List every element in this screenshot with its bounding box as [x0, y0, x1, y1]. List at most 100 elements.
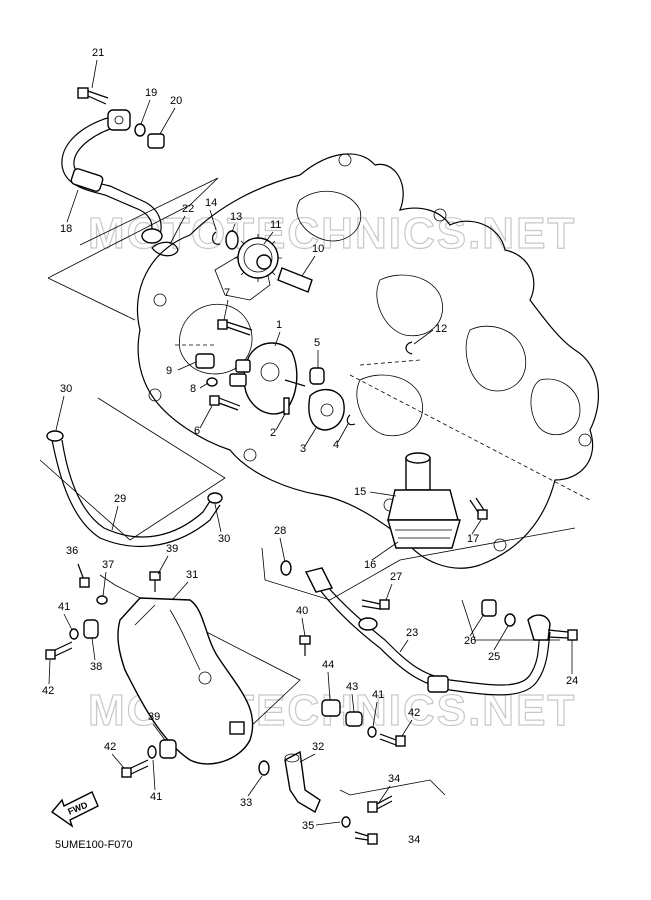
crankcase: [136, 153, 599, 569]
bolt-17: [469, 497, 488, 520]
oil-pump-assembly-1: [229, 342, 306, 415]
diagram-code: 5UME100-F070: [55, 839, 133, 851]
callout-27: 27: [390, 571, 402, 583]
o-ring-28: [280, 560, 292, 576]
grommet-43: [345, 711, 363, 727]
bolt-27: [361, 599, 390, 610]
o-ring-25: [504, 613, 516, 627]
callout-15: 15: [354, 486, 366, 498]
clamp-22: [151, 241, 179, 257]
callout-28: 28: [274, 525, 286, 537]
callout-8: 8: [190, 383, 196, 395]
callout-41-b: 41: [150, 791, 162, 803]
callout-25: 25: [488, 651, 500, 663]
callout-41-a: 41: [58, 601, 70, 613]
callout-7: 7: [224, 287, 230, 299]
callout-32: 32: [312, 741, 324, 753]
callout-38: 37: [102, 559, 114, 571]
rotor-3: [308, 389, 345, 431]
callout-30-top: 30: [60, 383, 72, 395]
callout-42-a: 42: [42, 685, 54, 697]
clip-4: [346, 414, 356, 426]
bolt-34: [367, 795, 393, 813]
oil-pipe-18: [61, 109, 163, 244]
callout-23: 23: [406, 627, 418, 639]
callout-19: 19: [145, 87, 157, 99]
callout-20: 20: [170, 95, 182, 107]
bolt-7: [217, 319, 253, 336]
callout-44: 44: [322, 659, 334, 671]
pin-2: [283, 397, 290, 415]
hose-29: [46, 430, 223, 548]
callout-11: 11: [270, 219, 281, 231]
callout-43: 43: [346, 681, 358, 693]
callout-22: 22: [182, 203, 194, 215]
callout-39-a: 38: [90, 661, 102, 673]
collar-5: [309, 367, 325, 385]
bolt-6: [209, 395, 241, 411]
watermark-top: MOTOTECHNICS.NET: [88, 209, 576, 258]
fitting-32: [284, 750, 321, 814]
bolt-40-top: [149, 571, 161, 592]
callout-12: 12: [435, 323, 447, 335]
washer-41-b: [147, 745, 157, 759]
dowel-9: [195, 353, 215, 369]
collar-39-a: [83, 619, 99, 639]
callout-1: 1: [276, 319, 282, 331]
callout-3: 3: [300, 443, 306, 455]
callout-37: 36: [66, 545, 78, 557]
callout-40-mid: 40: [296, 605, 308, 617]
callouts: 21 19 20 18 22 14 13 11 10 7 1 5 12 9 8 …: [42, 47, 578, 846]
callout-24: 24: [566, 675, 578, 687]
seal-16: [387, 519, 461, 549]
callout-5: 5: [314, 337, 320, 349]
callout-26: 26: [464, 635, 476, 647]
o-ring-8: [206, 377, 218, 387]
fwd-arrow-icon: FWD: [50, 791, 99, 828]
shaft-10: [277, 267, 313, 293]
bolt-40-mid: [299, 635, 311, 656]
callout-6: 6: [194, 425, 200, 437]
bolt-42-a: [45, 641, 73, 660]
bolt-35: [354, 831, 378, 845]
callout-40-top: 39: [166, 543, 178, 555]
oil-pump-drive-gear-11: [234, 234, 282, 282]
bolt-42-b: [121, 759, 149, 778]
callout-21: 21: [92, 47, 104, 59]
washer-36: [341, 816, 351, 828]
callout-31: 31: [186, 569, 198, 581]
callout-17: 17: [467, 533, 479, 545]
o-ring-19: [134, 123, 146, 137]
collar-44: [321, 699, 341, 717]
clip-12: [405, 341, 413, 355]
callout-33: 33: [240, 797, 252, 809]
callout-18: 18: [60, 223, 72, 235]
washer-41-c: [367, 726, 377, 738]
callout-36: 35: [302, 820, 314, 832]
callout-41-c: 41: [372, 689, 384, 701]
collar-39-b: [159, 739, 177, 759]
oil-pipe-23: [304, 567, 551, 696]
washer-41-a: [69, 628, 79, 640]
bolt-37: [77, 563, 90, 588]
callout-14: 14: [205, 197, 217, 209]
callout-39-b: 39: [148, 711, 160, 723]
washer-38: [96, 595, 108, 605]
washer-33: [258, 760, 270, 776]
bolt-21: [77, 87, 109, 105]
callout-4: 4: [333, 439, 339, 451]
collar-26: [481, 599, 497, 617]
washer-13: [225, 230, 239, 250]
bolt-24: [547, 629, 578, 641]
callout-42-c: 42: [408, 707, 420, 719]
circlip-14: [211, 231, 221, 245]
callout-42-b: 42: [104, 741, 116, 753]
callout-13: 13: [230, 211, 242, 223]
cover-31: [117, 597, 254, 765]
callout-16: 16: [364, 559, 376, 571]
callout-29: 29: [114, 493, 126, 505]
collar-20: [147, 133, 165, 149]
callout-34: 34: [388, 773, 400, 785]
callout-2: 2: [270, 427, 276, 439]
